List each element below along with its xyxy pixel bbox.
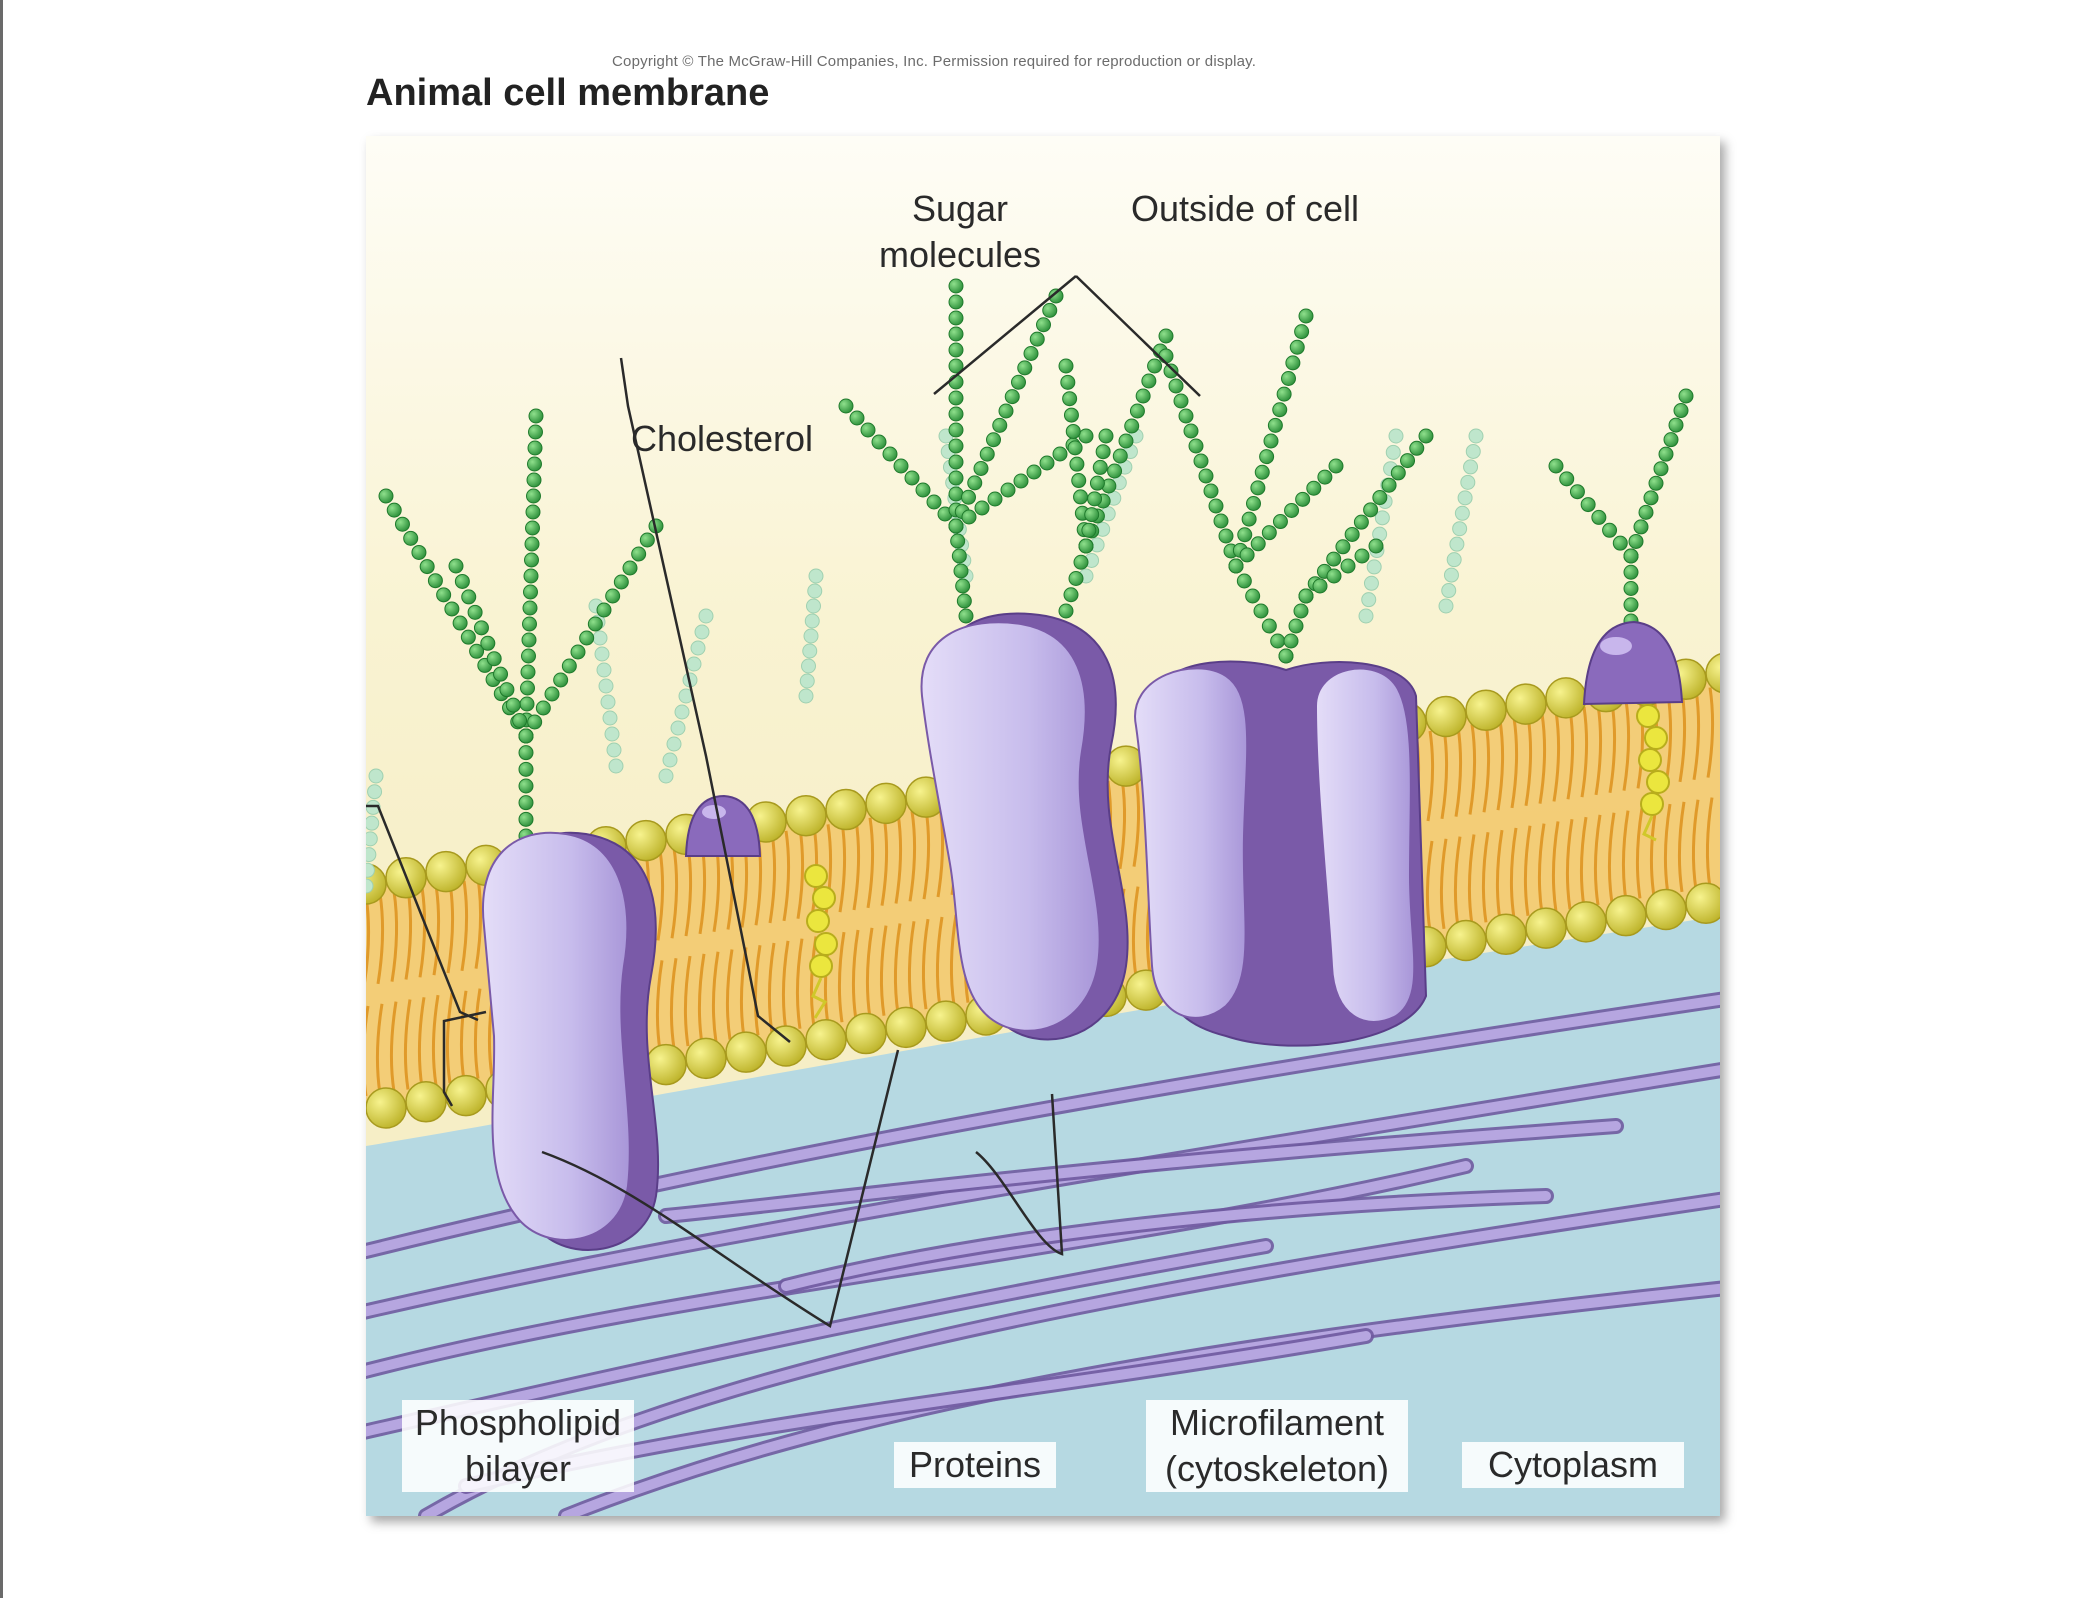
copyright-notice: Copyright © The McGraw-Hill Companies, I… — [612, 53, 1257, 70]
microfilament-leader-line — [975, 1093, 1064, 1256]
figure-title: Animal cell membrane — [366, 72, 770, 114]
peripheral-protein-small — [684, 794, 762, 857]
integral-protein-middle — [920, 612, 1129, 1041]
left-border — [0, 0, 3, 1598]
microfilament-label-line2: (cytoskeleton) — [1164, 1448, 1390, 1489]
phospholipid-bilayer-label: Phospholipid bilayer — [402, 1400, 634, 1492]
label-leader-lines — [366, 275, 1201, 1328]
phospholipid-label-line1: Phospholipid — [414, 1402, 622, 1443]
proteins-label: Proteins — [894, 1442, 1056, 1488]
cytoplasm-label: Cytoplasm — [1462, 1442, 1684, 1488]
sugar-label-line2: molecules — [878, 234, 1042, 275]
peripheral-protein-right — [1582, 620, 1684, 706]
phospholipid-leader-line — [366, 804, 487, 1107]
cytoplasm-region — [366, 916, 1720, 1516]
outside-of-cell-label: Outside of cell — [1130, 188, 1360, 229]
cholesterol-leader-line — [619, 357, 791, 1043]
microfilament-label-line1: Microfilament — [1169, 1402, 1385, 1443]
integral-protein-left — [482, 831, 660, 1251]
channel-protein — [1134, 660, 1428, 1047]
cholesterol-molecule-left — [804, 864, 838, 1019]
cholesterol-molecule-right — [1636, 704, 1670, 842]
phospholipid-label-line2: bilayer — [464, 1448, 572, 1489]
membrane-artwork — [366, 136, 1720, 1516]
sugar-label-line1: Sugar — [911, 188, 1009, 229]
proteins-leader-line — [541, 1049, 900, 1328]
microfilament-label: Microfilament (cytoskeleton) — [1146, 1400, 1408, 1492]
sugar-molecules-label: Sugar molecules — [870, 186, 1050, 278]
cholesterol-label: Cholesterol — [630, 418, 814, 459]
sugar-chains — [366, 278, 1694, 894]
membrane-illustration: Sugar molecules Outside of cell Choleste… — [366, 136, 1720, 1516]
sugar-leader-line — [933, 275, 1201, 397]
